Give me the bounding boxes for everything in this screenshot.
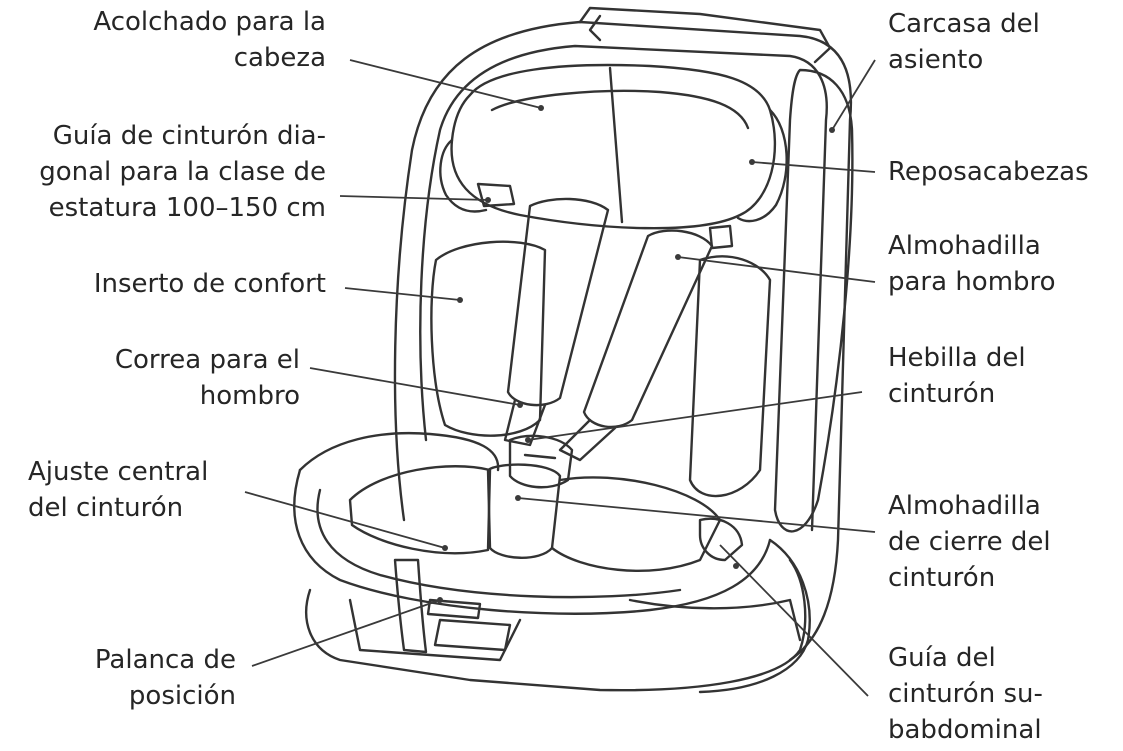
shoulder-strap-left (503, 398, 547, 447)
leader-carcasa (831, 59, 876, 131)
leader-almo-cierre (517, 497, 876, 533)
headrest (450, 63, 777, 230)
label-correa-hombro: Correa para el hombro (114, 345, 300, 411)
label-carcasa-asiento: Carcasa del asiento (888, 9, 1040, 75)
belt-guide-left (476, 182, 516, 208)
belt-guide-right (708, 224, 734, 250)
leader-ajuste (244, 491, 446, 549)
crotch-pad (486, 463, 562, 559)
label-hebilla-cinturon: Hebilla del cinturón (888, 343, 1026, 409)
label-palanca-posicion: Palanca de posición (94, 645, 236, 711)
leader-palanca (251, 599, 441, 667)
label-almohadilla-hombro: Almohadilla para hombro (888, 231, 1056, 297)
shoulder-pad-right (582, 229, 714, 429)
leader-guia-sub (719, 544, 869, 697)
shoulder-pad-left (506, 197, 610, 407)
central-adjust-strap (393, 558, 428, 654)
side-wing (773, 68, 854, 533)
label-acolchado: Acolchado para la cabeza (93, 7, 326, 73)
leader-guia-diag (339, 195, 489, 201)
label-inserto-confort: Inserto de confort (93, 269, 326, 299)
label-guia-subabdominal: Guía del cinturón su- babdominal (888, 643, 1043, 745)
comfort-insert (430, 240, 547, 437)
leader-inserto (344, 287, 461, 301)
label-almohadilla-cierre: Almohadilla de cierre del cinturón (888, 491, 1051, 593)
label-guia-diagonal: Guía de cinturón dia- gonal para la clas… (39, 121, 326, 223)
shoulder-strap-right (558, 418, 617, 462)
recline-lever (426, 598, 482, 620)
lap-belt-guide (698, 517, 744, 562)
seat-cushion (348, 465, 492, 555)
top-handle (578, 6, 832, 64)
seat-front (298, 431, 500, 472)
seat-shell-inner (419, 44, 828, 532)
label-ajuste-central: Ajuste central del cinturón (28, 457, 209, 523)
label-reposacabezas: Reposacabezas (888, 157, 1089, 187)
leader-almo-hombro (677, 256, 876, 283)
seat-shell-outline (393, 20, 853, 662)
leader-correa (309, 367, 521, 406)
leader-acolchado (349, 59, 542, 109)
seat-base (305, 558, 807, 692)
leader-hebilla (527, 391, 863, 441)
leader-reposa (751, 161, 876, 173)
